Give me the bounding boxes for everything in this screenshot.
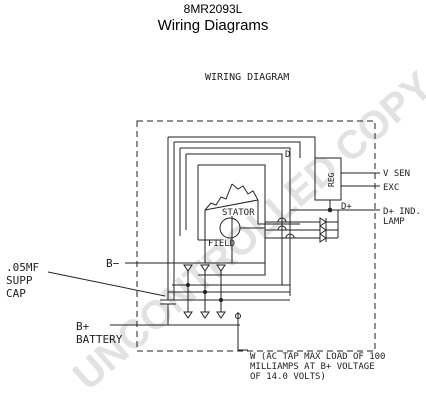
node-d-plus — [327, 207, 333, 213]
cap-label: CAP — [6, 287, 26, 300]
stator-winding-base — [204, 199, 259, 211]
supp-capacitor — [160, 292, 176, 325]
supp-cap-label: SUPP — [6, 274, 33, 287]
wire-trio-output — [325, 210, 339, 242]
field-label: FIELD — [208, 239, 235, 249]
d-plus-ind-label: D+ IND. — [383, 207, 421, 217]
diagram-heading: WIRING DIAGRAM — [205, 72, 289, 83]
supp-cap-value: .05MF — [6, 261, 39, 274]
trio-diode-2 — [319, 225, 327, 235]
reg-label: REG — [327, 172, 336, 187]
b-plus-label: B+ — [76, 320, 90, 333]
watermark-text: UNCONTROLLED COPY — [65, 64, 426, 399]
stator-label: STATOR — [222, 208, 255, 218]
rectifier-diode-pos-1 — [183, 311, 193, 319]
battery-label: BATTERY — [76, 333, 123, 346]
rectifier-diode-neg-1 — [183, 264, 193, 272]
d-plus-label: D+ — [341, 202, 352, 212]
node-bridge-2 — [202, 289, 208, 295]
wire-crossover-1 — [277, 217, 287, 223]
wire-loop-3 — [180, 147, 291, 296]
rectifier-diode-pos-3 — [216, 311, 226, 319]
wire-loop-2 — [174, 141, 301, 158]
trio-diode-3 — [319, 233, 327, 243]
node-bridge-3 — [218, 297, 224, 303]
d-label: D — [285, 150, 290, 160]
wire-bridge-crossbars — [168, 284, 290, 301]
rectifier-diode-neg-2 — [200, 264, 210, 272]
v-sen-label: V SEN — [383, 169, 410, 179]
w-note-line-1: W (AC TAP MAX LOAD OF 100 — [250, 352, 385, 362]
w-note-line-2: MILLIAMPS AT B+ VOLTAGE — [250, 362, 375, 372]
wire-w-terminal — [237, 325, 248, 351]
supp-cap-leader — [47, 271, 166, 297]
stator-winding-left — [204, 183, 233, 211]
rectifier-diode-pos-2 — [200, 311, 210, 319]
rectifier-diode-neg-3 — [216, 264, 226, 272]
page-subtitle: Wiring Diagrams — [157, 17, 269, 34]
wire-crossover-2 — [277, 225, 287, 231]
wire-loop-4 — [186, 153, 283, 285]
wire-loop-1 — [168, 136, 316, 158]
wire-inner-frame — [198, 164, 266, 276]
exc-label: EXC — [383, 183, 399, 193]
lamp-label: LAMP — [383, 217, 405, 227]
regulator-box — [314, 157, 342, 201]
wire-phase-c — [257, 200, 300, 225]
stator-winding-right — [231, 183, 259, 201]
node-bridge-1 — [185, 282, 191, 288]
trio-diode-1 — [319, 217, 327, 227]
wire-crossover-3 — [285, 233, 295, 239]
b-minus-label: B− — [106, 257, 120, 270]
model-number: 8MR2093L — [183, 2, 243, 16]
w-terminal-point — [235, 313, 241, 319]
w-note-line-3: OF 14.0 VOLTS) — [250, 372, 326, 382]
housing-outline — [136, 120, 376, 352]
